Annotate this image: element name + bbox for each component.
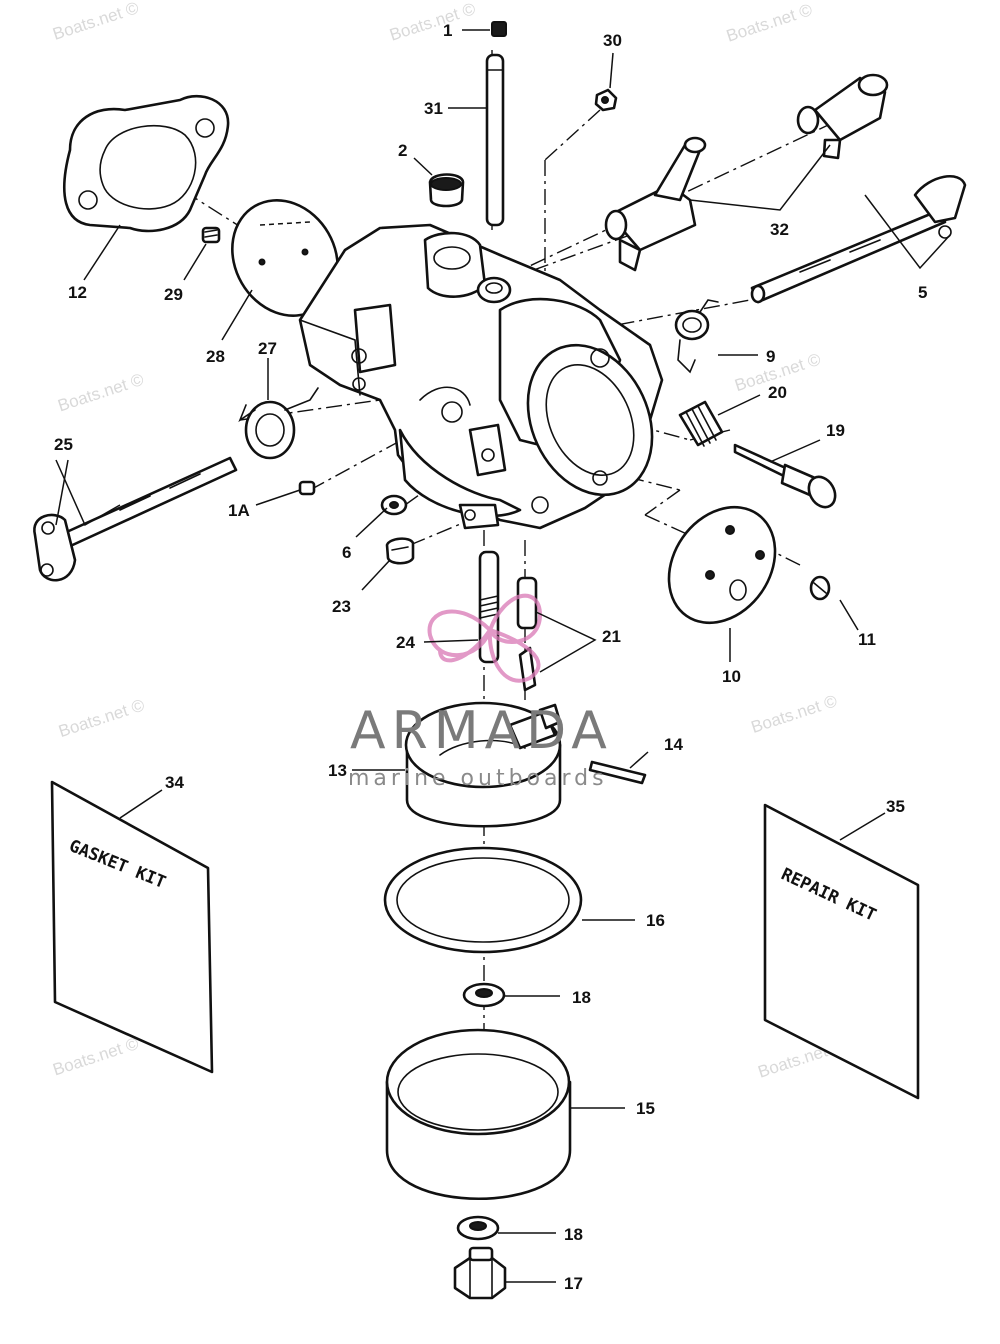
callout-25: 25	[54, 435, 73, 454]
callout-24: 24	[396, 633, 415, 652]
watermark: Boats.net ©	[56, 695, 147, 741]
watermark: Boats.net ©	[55, 370, 146, 416]
watermark: Boats.net ©	[724, 0, 815, 46]
screw-part-23	[385, 537, 415, 565]
float-bowl-part-15	[385, 1028, 572, 1201]
callout-30: 30	[603, 31, 622, 50]
washer-part-18	[462, 982, 506, 1008]
callout-5: 5	[918, 283, 927, 302]
callout-34: 34	[165, 773, 184, 792]
washer-part-6	[380, 494, 408, 516]
bowl-nut-part-17	[453, 1246, 507, 1300]
cap-part-2	[428, 173, 465, 208]
screw-part-11	[809, 575, 831, 601]
screw-part-29	[201, 226, 221, 244]
callout-19: 19	[826, 421, 845, 440]
repair-kit-card-part-35: REPAIR KIT	[763, 803, 920, 1100]
spring-part-27	[238, 387, 319, 460]
callout-21: 21	[602, 627, 621, 646]
brand-flower-icon	[427, 593, 543, 683]
plate-part-10	[667, 505, 777, 625]
rod-part-31	[485, 53, 505, 227]
pin-part-14	[588, 760, 647, 785]
nut-part-1	[491, 21, 507, 37]
callout-9: 9	[766, 347, 775, 366]
brand-name: ARMADA	[350, 701, 613, 761]
watermark: Boats.net ©	[50, 0, 141, 44]
callout-32: 32	[770, 220, 789, 239]
callout-1: 1	[443, 21, 452, 40]
callout-23: 23	[332, 597, 351, 616]
callout-1a: 1A	[228, 501, 250, 520]
carburetor-body	[298, 223, 664, 530]
flange-gasket-part-12	[63, 94, 230, 233]
washer-part-18-lower	[456, 1215, 500, 1241]
spring-part-20	[678, 400, 724, 447]
leader-lines	[55, 29, 951, 1283]
shaft-part-5	[750, 175, 967, 304]
watermark: Boats.net ©	[387, 0, 478, 45]
callout-2: 2	[398, 141, 407, 160]
callout-18-lower: 18	[564, 1225, 583, 1244]
callout-11: 11	[858, 630, 876, 649]
callout-16: 16	[646, 911, 665, 930]
watermark: Boats.net ©	[50, 1034, 141, 1080]
callout-20: 20	[768, 383, 787, 402]
callout-31: 31	[424, 99, 443, 118]
nut-part-30	[594, 88, 618, 112]
callout-14: 14	[664, 735, 683, 754]
shaft-part-25	[33, 456, 238, 582]
plug-part-1a	[298, 480, 316, 496]
callout-17: 17	[564, 1274, 583, 1293]
callout-18: 18	[572, 988, 591, 1007]
callout-29: 29	[164, 285, 183, 304]
float-part-13	[404, 701, 562, 828]
callout-12: 12	[68, 283, 87, 302]
callout-6: 6	[342, 543, 351, 562]
spring-part-9	[674, 299, 719, 374]
watermark: Boats.net ©	[749, 691, 840, 737]
callout-27: 27	[258, 339, 277, 358]
fuel-fitting-part-32	[604, 73, 889, 272]
callout-15: 15	[636, 1099, 655, 1118]
gasket-kit-card-part-34: GASKET KIT	[50, 780, 214, 1074]
callout-28: 28	[206, 347, 225, 366]
callout-35: 35	[886, 797, 905, 816]
callout-13: 13	[328, 761, 347, 780]
callout-10: 10	[722, 667, 741, 686]
callout-labels: 1 30 31 2 32 5 12 29 28 27 9 20 19 25 1A…	[54, 21, 927, 1293]
gasket-ring-part-16	[383, 846, 583, 954]
